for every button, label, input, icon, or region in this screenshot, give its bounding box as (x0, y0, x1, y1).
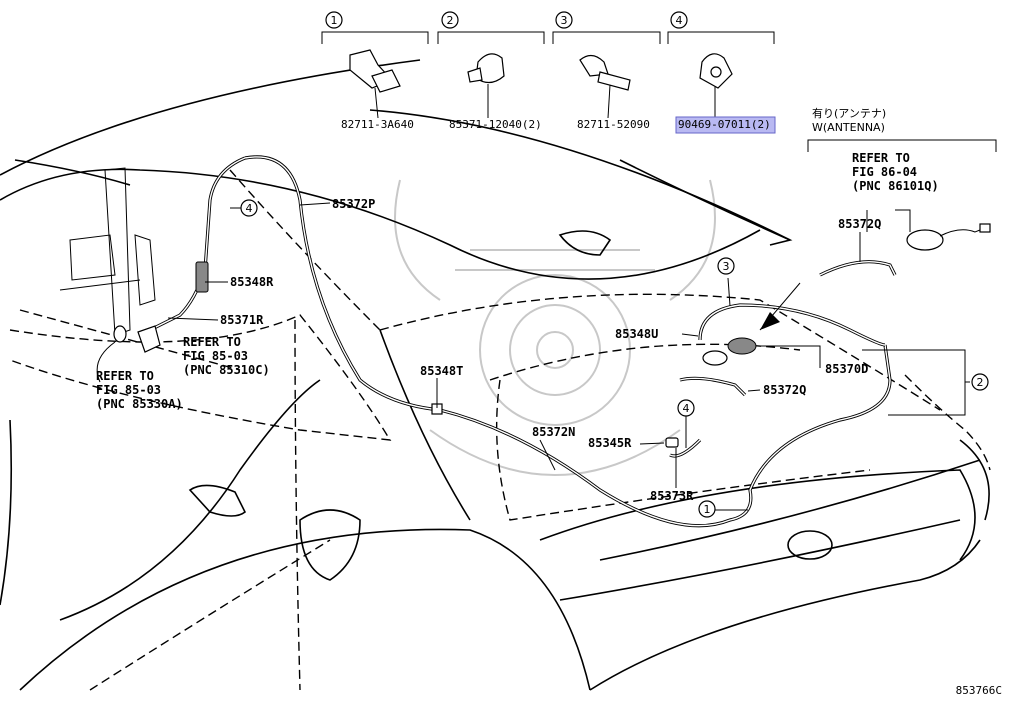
car-body-outline (0, 59, 991, 691)
leader-lines (96, 31, 997, 511)
label-85371R: 85371R (220, 313, 264, 327)
label-85348T: 85348T (420, 364, 463, 378)
callout-4-body: 4 (677, 399, 695, 417)
svg-text:2: 2 (447, 14, 454, 27)
label-85348U: 85348U (615, 327, 658, 341)
refer-antenna-line2: FIG 86-04 (852, 165, 917, 179)
label-85373R: 85373R (650, 489, 694, 503)
clip-part-1 (349, 49, 401, 93)
clamp-part-2 (467, 53, 505, 84)
part-number-90469-07011: 90469-07011(2) (678, 118, 771, 131)
svg-text:1: 1 (331, 14, 338, 27)
pump-85371R (113, 325, 161, 353)
callout-3-body: 3 (717, 257, 735, 275)
refer-left-line3: (PNC 85330A) (96, 397, 183, 411)
top-callout-2: 2 85371-12040(2) (441, 11, 542, 131)
svg-text:3: 3 (723, 260, 730, 273)
label-85370D: 85370D (825, 362, 868, 376)
svg-text:1: 1 (704, 503, 711, 516)
label-85372P: 85372P (332, 197, 375, 211)
antenna-connector (906, 223, 991, 251)
label-85345R: 85345R (588, 436, 632, 450)
washer-nozzle-85370D (702, 337, 757, 366)
part-number-82711-3A640: 82711-3A640 (341, 118, 414, 131)
label-85372Q-lower: 85372Q (763, 383, 806, 397)
antenna-en-label: W(ANTENNA) (812, 121, 885, 134)
callout-2-right: 2 (971, 373, 989, 391)
refer-left-line1: REFER TO (96, 369, 154, 383)
watermark-emblem (394, 179, 716, 476)
label-85372Q-upper: 85372Q (838, 217, 881, 231)
callout-1-body: 1 (698, 500, 716, 518)
label-85348R: 85348R (230, 275, 274, 289)
svg-text:4: 4 (676, 14, 683, 27)
callout-4-upper: 4 (240, 199, 258, 217)
washer-hoses (139, 155, 897, 528)
refer-mid-line3: (PNC 85310C) (183, 363, 270, 377)
clip-part-3 (579, 54, 631, 91)
part-number-82711-52090: 82711-52090 (577, 118, 650, 131)
parts-illustrations (113, 49, 991, 448)
svg-text:4: 4 (246, 202, 253, 215)
clip-part-4 (699, 53, 733, 89)
highlight-box (675, 116, 776, 134)
antenna-jp-label: 有り(アンテナ) (812, 106, 886, 120)
refer-mid-line1: REFER TO (183, 335, 241, 349)
joint-85345R (665, 437, 679, 448)
svg-text:3: 3 (561, 14, 568, 27)
svg-text:2: 2 (977, 376, 984, 389)
svg-text:4: 4 (683, 402, 690, 415)
top-callout-4: 4 90469-07011(2) (670, 11, 776, 134)
top-callout-3: 3 82711-52090 (555, 11, 650, 131)
label-85372N: 85372N (532, 425, 575, 439)
part-number-85371-12040: 85371-12040(2) (449, 118, 542, 131)
refer-antenna-line1: REFER TO (852, 151, 910, 165)
refer-mid-line2: FIG 85-03 (183, 349, 248, 363)
refer-left-line2: FIG 85-03 (96, 383, 161, 397)
top-callout-1: 1 82711-3A640 (325, 11, 414, 131)
diagram-id: 853766C (956, 684, 1002, 697)
refer-antenna-line3: (PNC 86101Q) (852, 179, 939, 193)
